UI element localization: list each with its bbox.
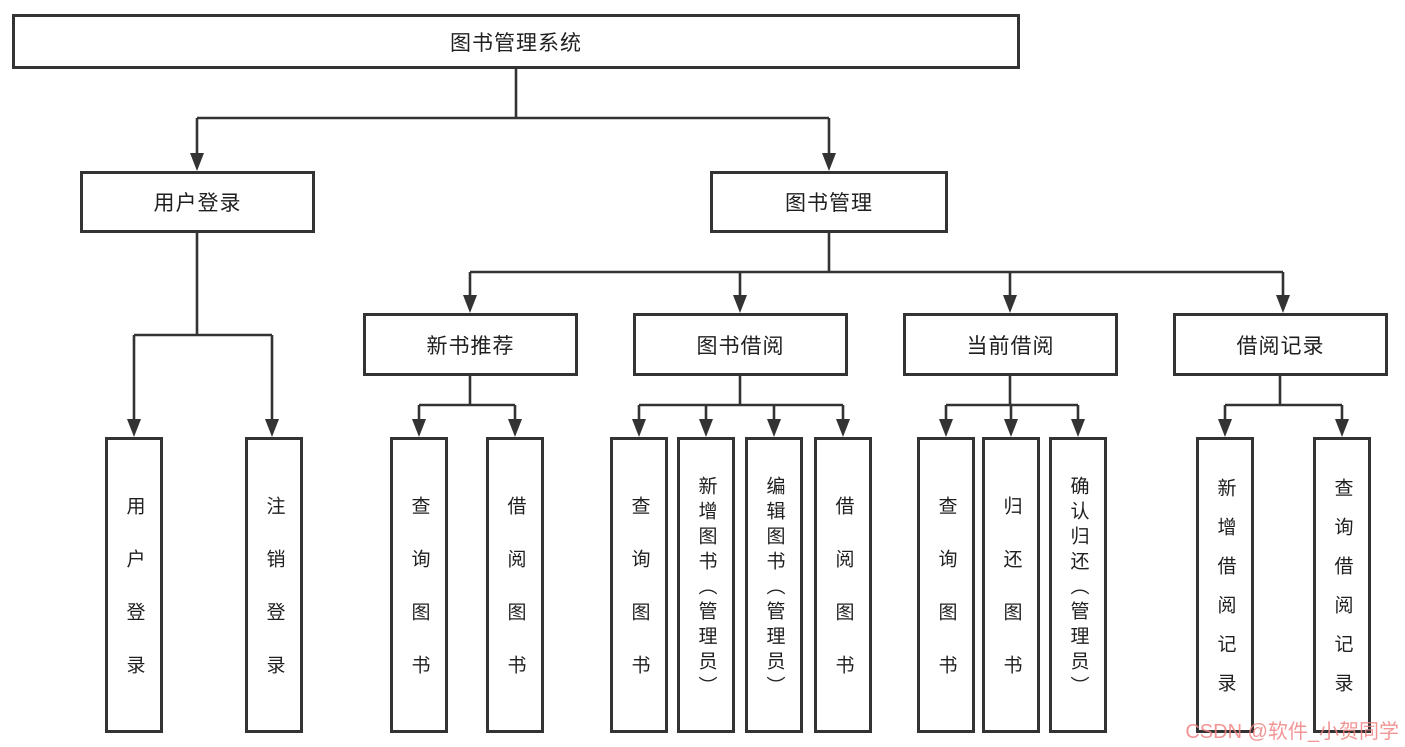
- leaf-confirm-return-admin: 确认归还（管理员）: [1049, 437, 1107, 733]
- leaf-query-borrow-record: 查询借阅记录: [1313, 437, 1371, 733]
- leaf-query-books: 查询图书: [390, 437, 448, 733]
- node-label: 图书管理系统: [450, 31, 582, 55]
- leaf-label: 查询图书: [628, 496, 650, 708]
- leaf-label: 查询借阅记录: [1331, 478, 1353, 712]
- leaf-label: 编辑图书（管理员）: [763, 475, 785, 701]
- leaf-logout: 注销登录: [245, 437, 303, 733]
- leaf-query-books: 查询图书: [917, 437, 975, 733]
- node-borrowing-records: 借阅记录: [1173, 313, 1388, 376]
- node-label: 图书管理: [785, 192, 873, 215]
- leaf-label: 归还图书: [1000, 496, 1022, 708]
- node-label: 借阅记录: [1236, 334, 1325, 358]
- node-label: 当前借阅: [966, 334, 1055, 358]
- node-label: 用户登录: [153, 192, 242, 215]
- node-current-borrowing: 当前借阅: [903, 313, 1118, 376]
- node-label: 新书推荐: [426, 334, 515, 358]
- leaf-add-books-admin: 新增图书（管理员）: [677, 437, 735, 733]
- leaf-borrow-books: 借阅图书: [486, 437, 544, 733]
- leaf-label: 查询图书: [408, 496, 430, 708]
- node-label: 图书借阅: [696, 334, 785, 358]
- leaf-user-login: 用户登录: [105, 437, 163, 733]
- leaf-label: 确认归还（管理员）: [1067, 475, 1089, 701]
- leaf-label: 新增图书（管理员）: [695, 475, 717, 701]
- leaf-query-books: 查询图书: [610, 437, 668, 733]
- node-book-borrowing: 图书借阅: [633, 313, 848, 376]
- node-new-book-recommend: 新书推荐: [363, 313, 578, 376]
- leaf-add-borrow-record: 新增借阅记录: [1196, 437, 1254, 733]
- arrowheads: [127, 153, 1349, 437]
- leaf-borrow-books: 借阅图书: [814, 437, 872, 733]
- leaf-return-books: 归还图书: [982, 437, 1040, 733]
- leaf-label: 注销登录: [263, 496, 285, 708]
- node-book-management: 图书管理: [710, 171, 948, 233]
- leaf-label: 查询图书: [935, 496, 957, 708]
- leaf-edit-books-admin: 编辑图书（管理员）: [745, 437, 803, 733]
- node-user-login: 用户登录: [80, 171, 315, 233]
- leaf-label: 用户登录: [123, 496, 145, 708]
- leaf-label: 借阅图书: [832, 496, 854, 708]
- leaf-label: 新增借阅记录: [1214, 478, 1236, 712]
- leaf-label: 借阅图书: [504, 496, 526, 708]
- node-library-management-system: 图书管理系统: [12, 14, 1020, 69]
